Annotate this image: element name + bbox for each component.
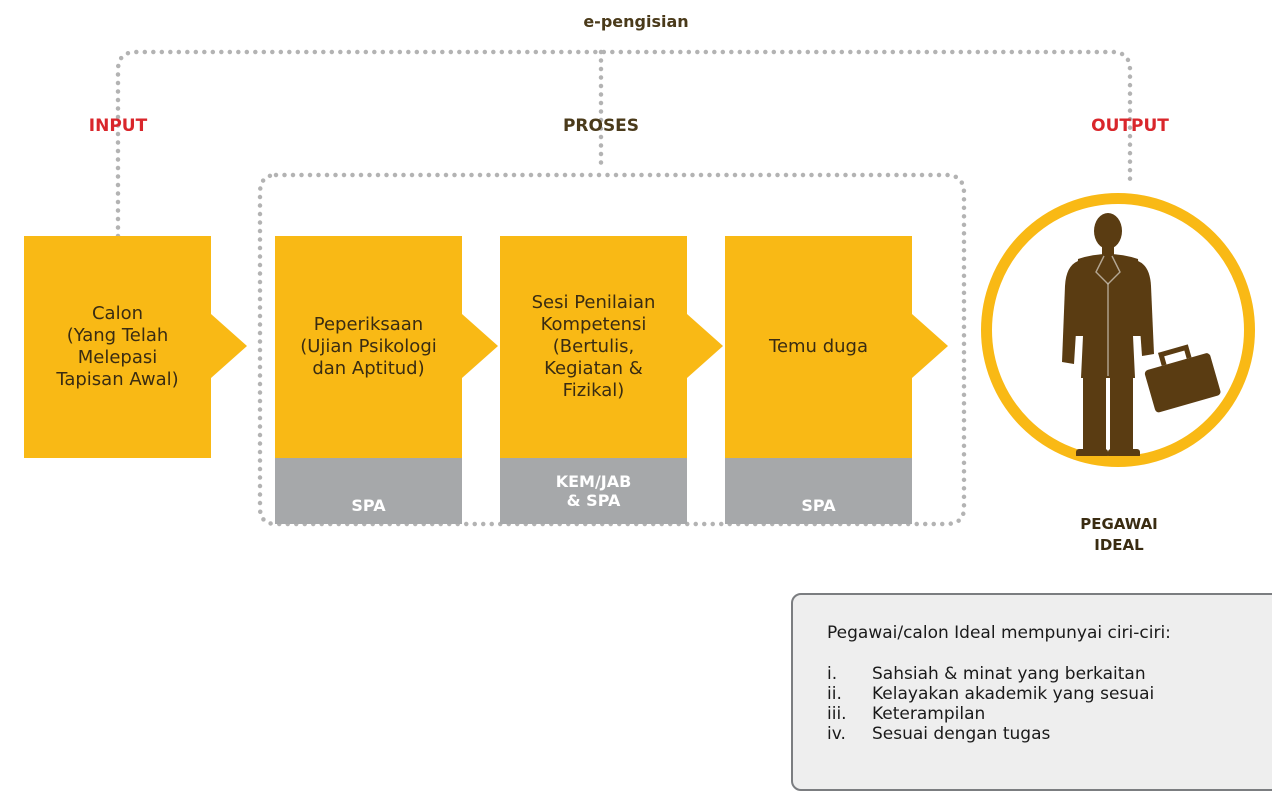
list-item-text: Keterampilan — [872, 704, 986, 724]
candidate-box: Calon (Yang Telah Melepasi Tapisan Awal) — [24, 236, 211, 458]
list-item: iv. Sesuai dengan tugas — [827, 724, 1272, 744]
stage-text: Peperiksaan (Ujian Psikologi dan Aptitud… — [300, 314, 437, 379]
criteria-intro: Pegawai/calon Ideal mempunyai ciri-ciri: — [827, 623, 1171, 643]
list-item: iii. Keterampilan — [827, 704, 1272, 724]
proses-label: PROSES — [562, 116, 640, 136]
stage-owner-text: SPA — [351, 495, 386, 515]
list-item-number: iii. — [827, 704, 847, 724]
arrow-1 — [211, 314, 247, 378]
stage-owner-text: KEM/JAB & SPA — [555, 472, 632, 510]
stage-owner-peperiksaan: SPA — [275, 458, 462, 524]
candidate-box-text: Calon (Yang Telah Melepasi Tapisan Awal) — [56, 303, 179, 390]
arrow-2 — [462, 314, 498, 378]
list-item-text: Sesuai dengan tugas — [872, 724, 1051, 744]
list-item-number: iv. — [827, 724, 846, 744]
stage-box-sesi-penilaian: Sesi Penilaian Kompetensi (Bertulis, Keg… — [500, 236, 687, 458]
list-item-number: ii. — [827, 684, 842, 704]
e-pengisian-label: e-pengisian — [583, 12, 689, 31]
stage-text: Sesi Penilaian Kompetensi (Bertulis, Keg… — [531, 292, 656, 401]
list-item-text: Sahsiah & minat yang berkaitan — [872, 664, 1146, 684]
pegawai-ideal-label: PEGAWAI IDEAL — [1080, 515, 1158, 554]
arrow-3 — [687, 314, 723, 378]
e-pengisian-loop-line — [115, 49, 1133, 239]
output-label: OUTPUT — [1091, 116, 1169, 136]
list-item: i. Sahsiah & minat yang berkaitan — [827, 664, 1272, 684]
stage-owner-temu-duga: SPA — [725, 458, 912, 524]
businessman-icon — [1062, 213, 1221, 456]
list-item-number: i. — [827, 664, 838, 684]
stage-box-temu-duga: Temu duga — [725, 236, 912, 458]
criteria-list: i. Sahsiah & minat yang berkaitan ii. Ke… — [827, 664, 1272, 744]
stage-owner-sesi-penilaian: KEM/JAB & SPA — [500, 458, 687, 524]
input-label: INPUT — [88, 116, 148, 136]
ideal-criteria-box: Pegawai/calon Ideal mempunyai ciri-ciri:… — [791, 593, 1272, 791]
process-group-border — [257, 172, 967, 527]
stage-text: Temu duga — [769, 336, 868, 357]
stage-box-peperiksaan: Peperiksaan (Ujian Psikologi dan Aptitud… — [275, 236, 462, 458]
output-circle — [981, 193, 1255, 467]
arrow-4 — [912, 314, 948, 378]
stage-owner-text: SPA — [801, 495, 836, 515]
list-item: ii. Kelayakan akademik yang sesuai — [827, 684, 1272, 704]
list-item-text: Kelayakan akademik yang sesuai — [872, 684, 1155, 704]
